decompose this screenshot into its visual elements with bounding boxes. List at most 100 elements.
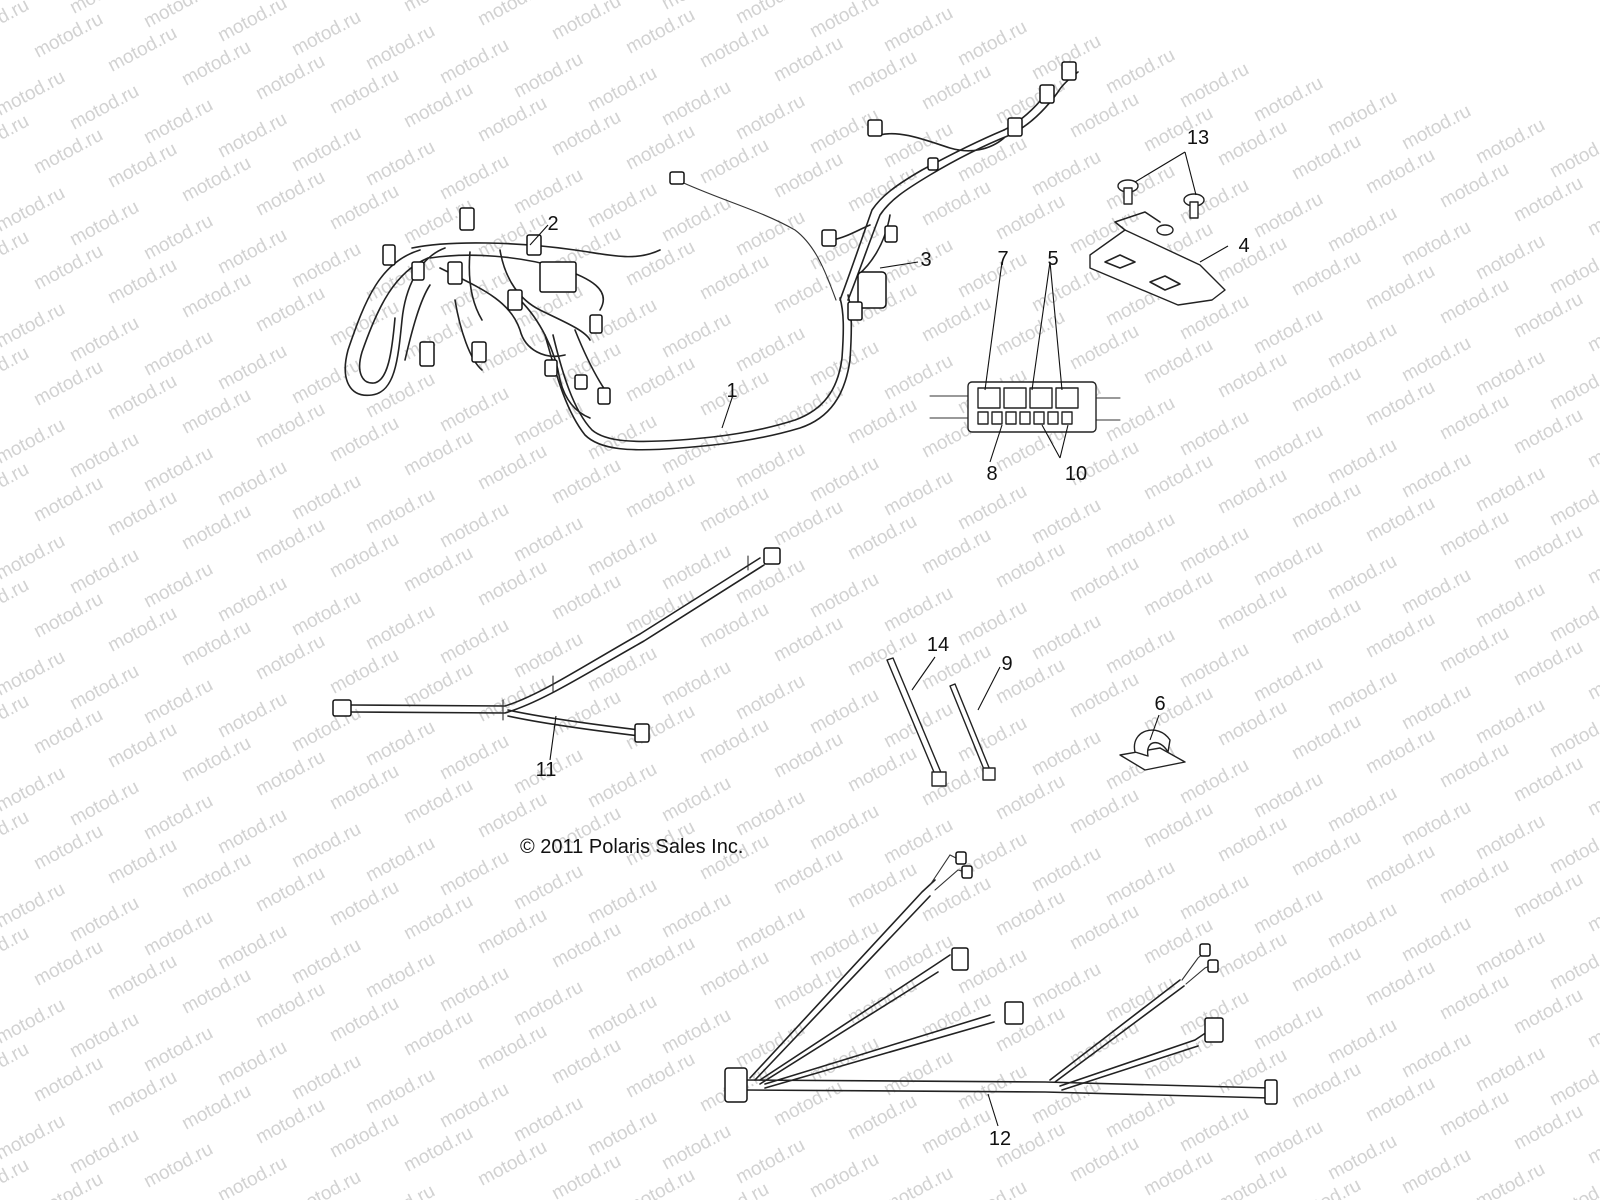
watermark-text: motod.ru	[1584, 1115, 1600, 1169]
watermark-text: motod.ru	[1214, 813, 1290, 867]
watermark-text: motod.ru	[252, 979, 328, 1033]
watermark-text: motod.ru	[732, 91, 808, 145]
watermark-text: motod.ru	[178, 1081, 254, 1135]
watermark-text: motod.ru	[1398, 449, 1474, 503]
watermark-text: motod.ru	[1362, 841, 1438, 895]
watermark-text: motod.ru	[1288, 1175, 1364, 1200]
watermark-text: motod.ru	[178, 617, 254, 671]
watermark-text: motod.ru	[732, 903, 808, 957]
watermark-text: motod.ru	[1398, 1145, 1474, 1199]
watermark-text: motod.ru	[658, 77, 734, 131]
watermark-text: motod.ru	[1362, 957, 1438, 1011]
watermark-text: motod.ru	[732, 0, 808, 28]
watermark-text: motod.ru	[992, 75, 1068, 129]
watermark-text: motod.ru	[1288, 247, 1364, 301]
watermark-text: motod.ru	[474, 789, 550, 843]
watermark-text: motod.ru	[178, 385, 254, 439]
watermark-text: motod.ru	[436, 963, 512, 1017]
callout-10: 10	[1065, 463, 1087, 485]
watermark-text: motod.ru	[30, 473, 106, 527]
watermark-text: motod.ru	[66, 545, 142, 599]
watermark-text: motod.ru	[1028, 147, 1104, 201]
watermark-text: motod.ru	[1214, 697, 1290, 751]
watermark-text: motod.ru	[954, 481, 1030, 535]
watermark-text: motod.ru	[1436, 159, 1512, 213]
watermark-text: motod.ru	[584, 63, 660, 117]
watermark-text: motod.ru	[548, 1151, 624, 1200]
callout-labels: 1 2 3 4 5 6 7 8 9 10 11 12 13 14	[536, 127, 1250, 1150]
watermark-text: motod.ru	[1324, 87, 1400, 141]
watermark-text: motod.ru	[214, 225, 290, 279]
watermark-text: motod.ru	[1510, 173, 1586, 227]
watermark-text: motod.ru	[918, 61, 994, 115]
watermark-text: motod.ru	[584, 643, 660, 697]
watermark-text: motod.ru	[806, 453, 882, 507]
watermark-text: motod.ru	[844, 163, 920, 217]
watermark-text: motod.ru	[696, 947, 772, 1001]
watermark-text: motod.ru	[1250, 653, 1326, 707]
watermark-text: motod.ru	[806, 917, 882, 971]
watermark-text: motod.ru	[658, 193, 734, 247]
watermark-text: motod.ru	[732, 1135, 808, 1189]
watermark-text: motod.ru	[1176, 755, 1252, 809]
watermark-text: motod.ru	[104, 139, 180, 193]
watermark-text: motod.ru	[104, 719, 180, 773]
mounting-bracket-drawing	[1089, 179, 1226, 306]
watermark-text: motod.ru	[362, 1181, 438, 1200]
watermark-text: motod.ru	[362, 253, 438, 307]
watermark-text: motod.ru	[326, 1109, 402, 1163]
watermark-text: motod.ru	[1250, 1117, 1326, 1171]
watermark-text: motod.ru	[696, 19, 772, 73]
watermark-text: motod.ru	[1584, 883, 1600, 937]
watermark-text: motod.ru	[400, 891, 476, 945]
watermark-text: motod.ru	[1362, 261, 1438, 315]
watermark-text: motod.ru	[252, 747, 328, 801]
watermark-text: motod.ru	[844, 627, 920, 681]
watermark-text: motod.ru	[918, 873, 994, 927]
watermark-text: motod.ru	[1362, 725, 1438, 779]
watermark-text: motod.ru	[1066, 553, 1142, 607]
watermark-text: motod.ru	[436, 151, 512, 205]
watermark-text: motod.ru	[252, 631, 328, 685]
watermark-text: motod.ru	[140, 559, 216, 613]
watermark-text: motod.ru	[362, 485, 438, 539]
watermark-text: motod.ru	[1102, 625, 1178, 679]
watermark-text: motod.ru	[954, 17, 1030, 71]
watermark-text: motod.ru	[1028, 495, 1104, 549]
watermark-text: motod.ru	[474, 905, 550, 959]
watermark-text: motod.ru	[1214, 117, 1290, 171]
watermark-text: motod.ru	[362, 601, 438, 655]
watermark-text: motod.ru	[1362, 1073, 1438, 1127]
watermark-text: motod.ru	[1436, 855, 1512, 909]
watermark-text: motod.ru	[1288, 595, 1364, 649]
watermark-text: motod.ru	[584, 1107, 660, 1161]
watermark-text: motod.ru	[732, 323, 808, 377]
watermark-text: motod.ru	[696, 715, 772, 769]
watermark-text: motod.ru	[400, 543, 476, 597]
watermark-text: motod.ru	[326, 645, 402, 699]
watermark-text: motod.ru	[510, 165, 586, 219]
watermark-text: motod.ru	[362, 833, 438, 887]
watermark-text: motod.ru	[1362, 145, 1438, 199]
watermark-text: motod.ru	[0, 67, 69, 121]
watermark-text: motod.ru	[1436, 391, 1512, 445]
watermark-text: motod.ru	[548, 1035, 624, 1089]
watermark-text: motod.ru	[326, 65, 402, 119]
watermark-text: motod.ru	[992, 771, 1068, 825]
watermark-text: motod.ru	[1584, 535, 1600, 589]
watermark-text: motod.ru	[806, 801, 882, 855]
watermark-text: motod.ru	[1472, 927, 1548, 981]
watermark-text: motod.ru	[584, 411, 660, 465]
watermark-text: motod.ru	[1510, 753, 1586, 807]
watermark-text: motod.ru	[288, 1051, 364, 1105]
watermark-text: motod.ru	[1028, 959, 1104, 1013]
watermark-text: motod.ru	[1214, 349, 1290, 403]
watermark-text: motod.ru	[1140, 799, 1216, 853]
watermark-text: motod.ru	[326, 181, 402, 235]
watermark-text: motod.ru	[806, 685, 882, 739]
watermark-text: motod.ru	[30, 1169, 106, 1200]
watermark-text: motod.ru	[992, 539, 1068, 593]
watermark-text: motod.ru	[252, 863, 328, 917]
watermark-text: motod.ru	[1584, 651, 1600, 705]
watermark-text: motod.ru	[696, 599, 772, 653]
